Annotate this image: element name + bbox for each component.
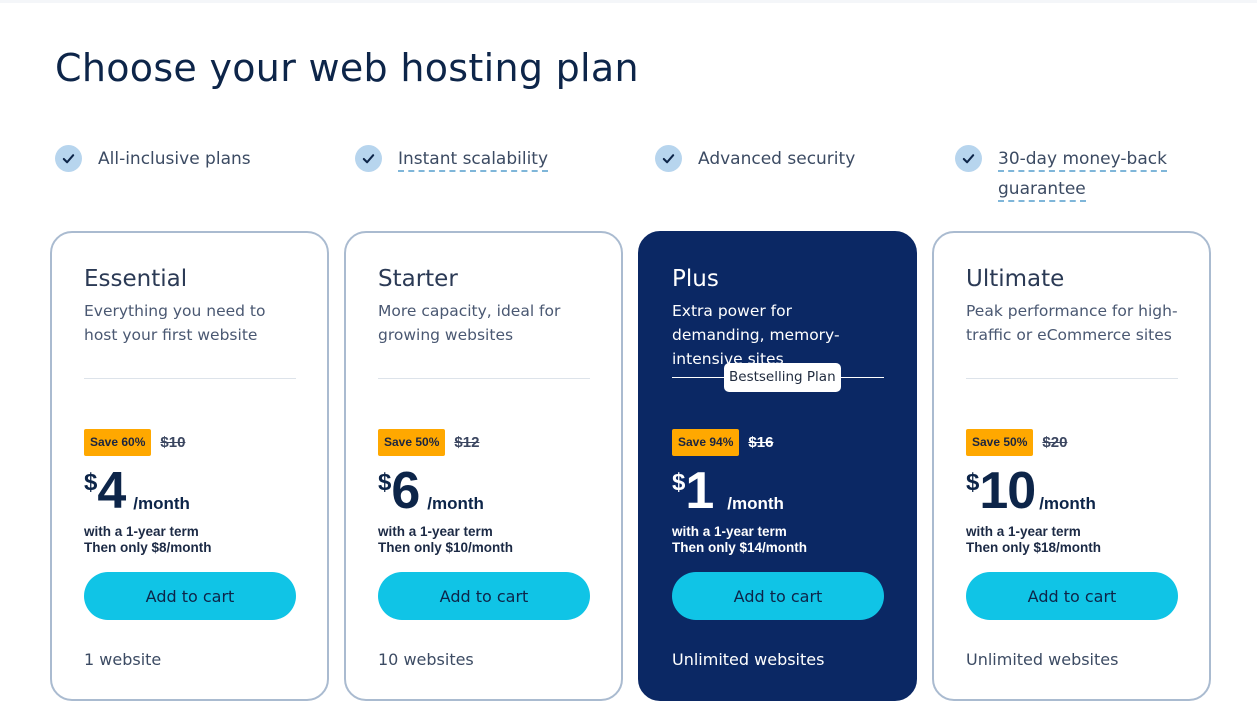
divider [84, 378, 296, 379]
old-price: $16 [748, 434, 774, 451]
page-title: Choose your web hosting plan [55, 46, 639, 90]
price-amount: 10 [979, 462, 1036, 520]
add-to-cart-button[interactable]: Add to cart [84, 572, 296, 620]
discount-row: Save 50% $20 [966, 429, 1067, 456]
feature-label: All-inclusive plans [98, 149, 251, 169]
divider [966, 378, 1178, 379]
price: $ 1 /month [672, 462, 784, 520]
add-to-cart-button[interactable]: Add to cart [378, 572, 590, 620]
price-terms: with a 1-year term Then only $18/month [966, 524, 1101, 556]
plan-name: Ultimate [966, 266, 1065, 292]
old-price: $12 [454, 434, 480, 451]
price-terms: with a 1-year term Then only $10/month [378, 524, 513, 556]
price: $ 4 /month [84, 462, 190, 520]
save-badge: Save 50% [378, 429, 446, 456]
plan-description: Extra power for demanding, memory-intens… [672, 302, 840, 368]
add-to-cart-button[interactable]: Add to cart [672, 572, 884, 620]
feature-item: All-inclusive plans [55, 145, 251, 174]
discount-row: Save 60% $10 [84, 429, 185, 456]
check-icon [655, 145, 682, 172]
price-period: /month [427, 494, 484, 513]
term-text: with a 1-year term [378, 524, 493, 539]
plan-card-essential: Essential Everything you need to host yo… [50, 231, 329, 701]
price-period: /month [727, 494, 784, 513]
price-currency: $ [672, 469, 686, 496]
discount-row: Save 94% $16 [672, 429, 773, 456]
add-to-cart-button[interactable]: Add to cart [966, 572, 1178, 620]
plan-feature: Unlimited websites [966, 650, 1119, 669]
plan-card-starter: Starter More capacity, ideal for growing… [344, 231, 623, 701]
feature-label-tooltip[interactable]: Instant scalability [398, 144, 549, 174]
price-currency: $ [966, 469, 980, 496]
plan-description: Everything you need to host your first w… [84, 302, 266, 344]
plan-name: Starter [378, 266, 458, 292]
plan-description: More capacity, ideal for growing website… [378, 302, 561, 344]
price-amount: 6 [391, 462, 420, 520]
plan-feature: Unlimited websites [672, 650, 825, 669]
old-price: $20 [1042, 434, 1068, 451]
price-period: /month [1039, 494, 1096, 513]
term-text: with a 1-year term [672, 524, 787, 539]
feature-item: Advanced security [655, 145, 855, 174]
feature-label-tooltip[interactable]: 30-day money-back guarantee [998, 144, 1167, 204]
price-currency: $ [378, 469, 392, 496]
check-icon [955, 145, 982, 172]
plan-description: Peak performance for high-traffic or eCo… [966, 302, 1178, 344]
save-badge: Save 60% [84, 429, 152, 456]
price-amount: 4 [97, 462, 126, 520]
price: $ 6 /month [378, 462, 484, 520]
renewal-text: Then only $8/month [84, 540, 212, 555]
check-icon [55, 145, 82, 172]
renewal-text: Then only $18/month [966, 540, 1102, 555]
term-text: with a 1-year term [84, 524, 199, 539]
price-currency: $ [84, 469, 98, 496]
feature-list: All-inclusive plans Instant scalability … [0, 0, 1257, 220]
bestselling-badge: Bestselling Plan [724, 363, 841, 392]
feature-item[interactable]: Instant scalability [355, 144, 549, 174]
term-text: with a 1-year term [966, 524, 1081, 539]
price: $ 10 /month [966, 462, 1096, 520]
price-period: /month [133, 494, 190, 513]
price-terms: with a 1-year term Then only $8/month [84, 524, 212, 556]
price-terms: with a 1-year term Then only $14/month [672, 524, 807, 556]
feature-label: Advanced security [698, 149, 856, 169]
renewal-text: Then only $10/month [378, 540, 514, 555]
plan-card-plus: Plus Extra power for demanding, memory-i… [638, 231, 917, 701]
top-border [0, 0, 1257, 3]
plan-card-ultimate: Ultimate Peak performance for high-traff… [932, 231, 1211, 701]
price-amount: 1 [685, 462, 714, 520]
check-icon [355, 145, 382, 172]
save-badge: Save 50% [966, 429, 1034, 456]
renewal-text: Then only $14/month [672, 540, 808, 555]
plan-name: Plus [672, 266, 719, 292]
save-badge: Save 94% [672, 429, 740, 456]
plan-feature: 10 websites [378, 650, 474, 669]
divider [378, 378, 590, 379]
plan-feature: 1 website [84, 650, 162, 669]
plan-name: Essential [84, 266, 188, 292]
discount-row: Save 50% $12 [378, 429, 479, 456]
feature-item[interactable]: 30-day money-back guarantee [955, 145, 1167, 204]
old-price: $10 [160, 434, 186, 451]
